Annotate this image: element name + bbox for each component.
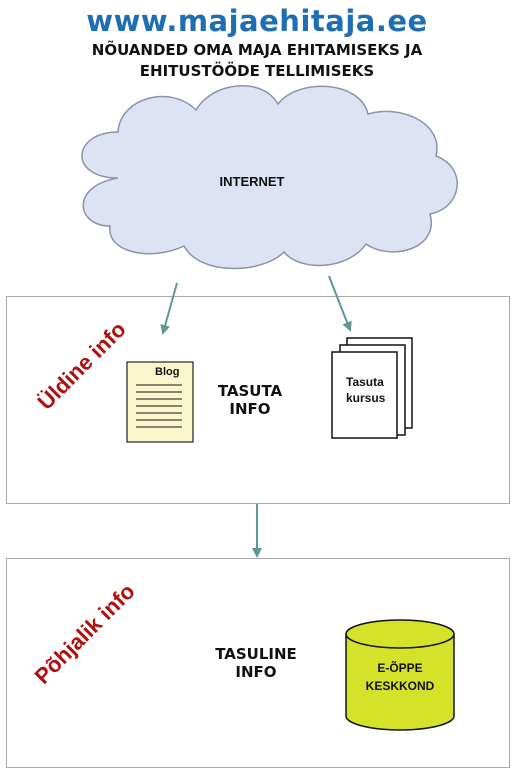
blog-label: Blog	[155, 366, 179, 378]
arrow-to-blog	[160, 282, 178, 335]
elearning-database-icon	[345, 619, 455, 731]
cloud-label: INTERNET	[220, 174, 285, 189]
internet-cloud	[81, 85, 458, 270]
course-documents-icon	[331, 337, 413, 439]
free-info-label: TASUTA INFO	[200, 382, 300, 418]
site-url: www.majaehitaja.ee	[86, 4, 428, 38]
arrow-to-course	[328, 275, 352, 332]
course-label-line-1: Tasuta	[346, 375, 384, 389]
paid-info-label: TASULINE INFO	[186, 645, 326, 681]
cylinder-label-line-2: KESKKOND	[366, 679, 435, 693]
subtitle-line-1: NÕUANDED OMA MAJA EHITAMISEKS JA	[91, 41, 423, 59]
free-info-section	[6, 296, 510, 504]
free-info-line-2: INFO	[229, 400, 271, 418]
cylinder-label-line-1: E-ÕPPE	[377, 660, 422, 675]
subtitle-line-2: EHITUSTÖÖDE TELLIMISEKS	[139, 62, 375, 80]
free-info-line-1: TASUTA	[217, 382, 283, 400]
paid-info-line-1: TASULINE	[215, 645, 297, 663]
blog-document-icon	[126, 361, 194, 443]
paid-info-line-2: INFO	[235, 663, 277, 681]
course-label-line-2: kursus	[346, 391, 386, 405]
